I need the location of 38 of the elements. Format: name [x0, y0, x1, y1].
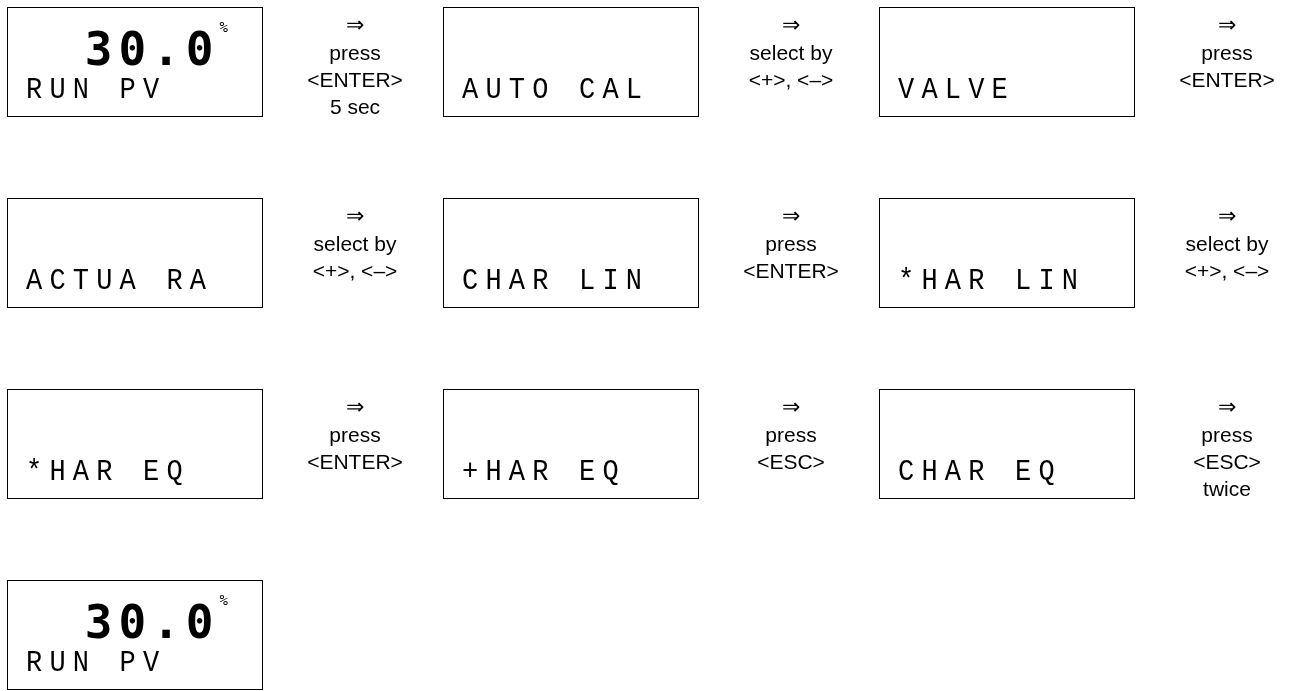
lcd-text: +HAR EQ [462, 456, 627, 488]
step-instruction: select by <+>, <–> [311, 231, 399, 284]
lcd-display [7, 580, 263, 690]
step-instruction: press <ENTER> [1178, 40, 1276, 93]
step-instruction: select by <+>, <–> [1183, 231, 1271, 284]
double-arrow-symbol: ⇒ [1218, 202, 1236, 230]
lcd-display [879, 198, 1135, 308]
lcd-display [443, 198, 699, 308]
lcd-display [7, 198, 263, 308]
step-instruction: press <ENTER> [306, 422, 404, 475]
lcd-display [443, 7, 699, 117]
double-arrow-symbol: ⇒ [1218, 393, 1236, 421]
lcd-display [443, 389, 699, 499]
step-instruction: press <ENTER> 5 sec [306, 40, 404, 120]
double-arrow-symbol: ⇒ [346, 202, 364, 230]
double-arrow-symbol: ⇒ [782, 11, 800, 39]
lcd-display [879, 389, 1135, 499]
lcd-text: *HAR LIN [898, 265, 1087, 297]
step-instruction: select by <+>, <–> [747, 40, 835, 93]
lcd-text: AUTO CAL [462, 74, 651, 106]
lcd-text: ACTUA RA [26, 265, 215, 297]
lcd-text: RUN PV [26, 74, 168, 106]
step-instruction: press <ENTER> [742, 231, 840, 284]
step-instruction: press <ESC> [756, 422, 826, 475]
lcd-text: VALVE [898, 74, 1016, 106]
double-arrow-symbol: ⇒ [1218, 11, 1236, 39]
lcd-display [879, 7, 1135, 117]
lcd-text: *HAR EQ [26, 456, 191, 488]
double-arrow-symbol: ⇒ [346, 393, 364, 421]
double-arrow-symbol: ⇒ [346, 11, 364, 39]
lcd-text: RUN PV [26, 647, 168, 679]
double-arrow-symbol: ⇒ [782, 202, 800, 230]
lcd-display [7, 389, 263, 499]
step-instruction: press <ESC> twice [1192, 422, 1262, 502]
double-arrow-symbol: ⇒ [782, 393, 800, 421]
lcd-text: CHAR LIN [462, 265, 651, 297]
lcd-display [7, 7, 263, 117]
lcd-text: CHAR EQ [898, 456, 1063, 488]
